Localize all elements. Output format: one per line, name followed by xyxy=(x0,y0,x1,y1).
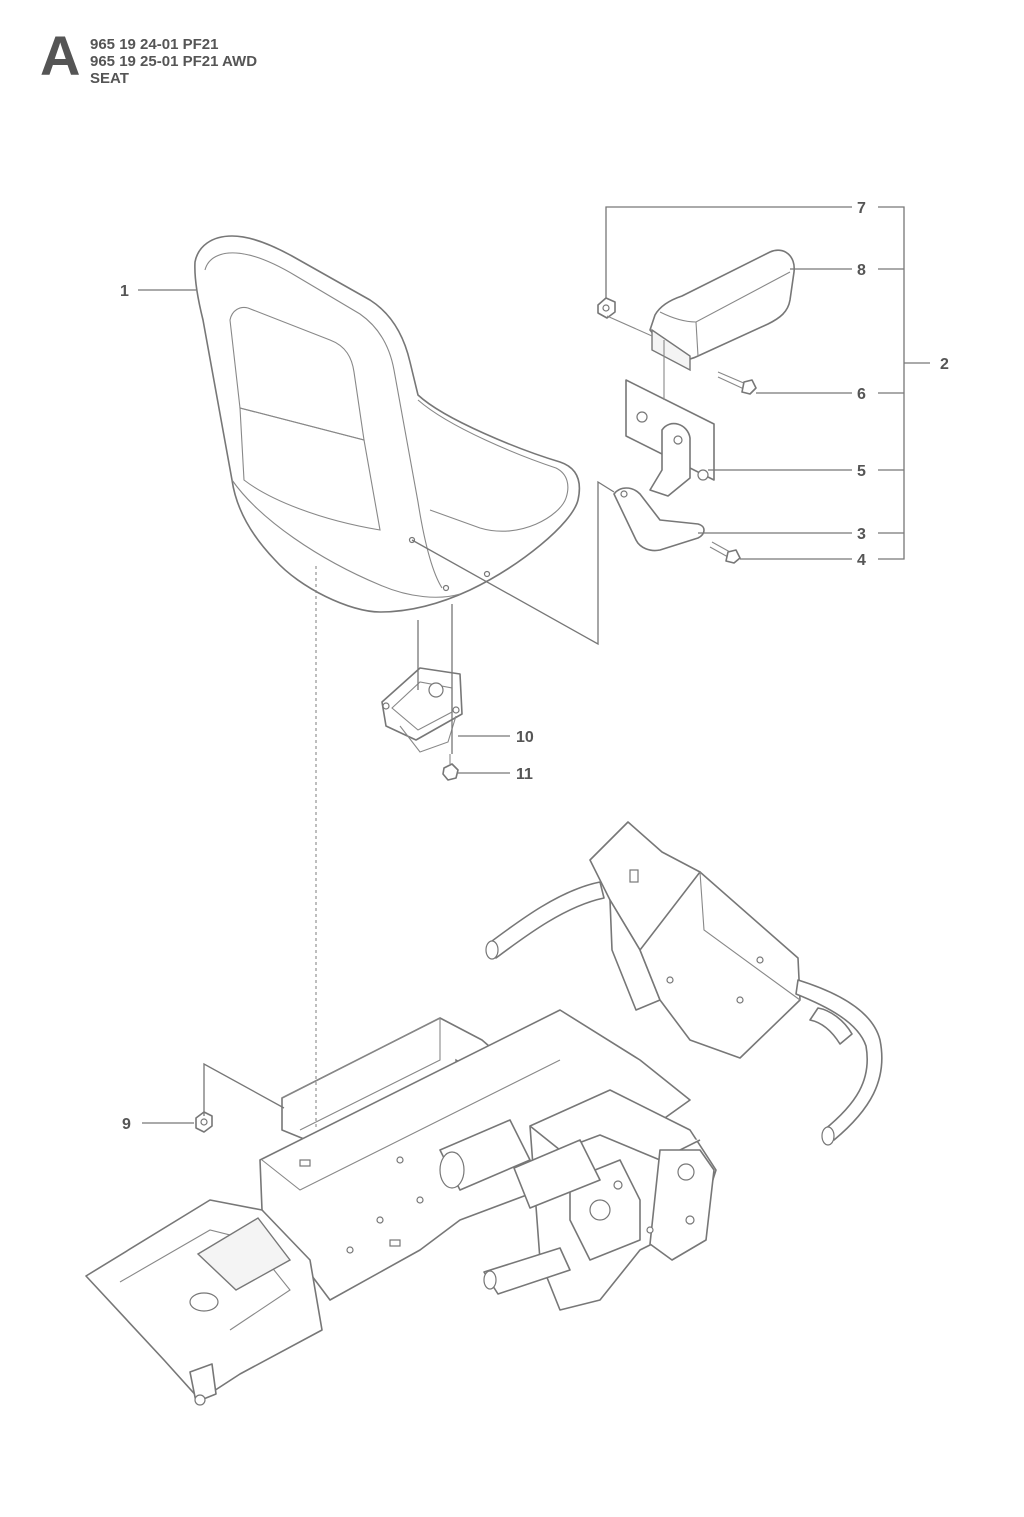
callout-5: 5 xyxy=(857,463,866,480)
part-number-line-1: 965 19 24-01 PF21 xyxy=(90,36,219,53)
callout-3: 3 xyxy=(857,526,866,543)
armrest-bracket xyxy=(613,487,705,552)
part-number-line-2: 965 19 25-01 PF21 AWD xyxy=(90,53,258,70)
section-letter: A xyxy=(40,24,81,87)
leader-lines xyxy=(138,206,930,1130)
hardware-bolt-4 xyxy=(709,541,741,564)
callout-1: 1 xyxy=(120,283,129,300)
callout-labels: 1 2 3 4 5 6 7 8 9 10 11 xyxy=(120,200,949,1133)
armrest-plate xyxy=(625,379,715,497)
tractor-frame xyxy=(85,821,883,1406)
callout-7: 7 xyxy=(857,200,866,217)
callout-11: 11 xyxy=(516,766,533,783)
assembly-title: SEAT xyxy=(90,70,129,87)
hardware-nut-7 xyxy=(597,297,616,319)
callout-4: 4 xyxy=(857,552,866,569)
callout-9: 9 xyxy=(122,1116,131,1133)
callout-6: 6 xyxy=(857,386,866,403)
seat xyxy=(194,235,581,613)
callout-10: 10 xyxy=(516,729,534,746)
callout-2: 2 xyxy=(940,356,949,373)
hardware-screw-11 xyxy=(442,754,459,781)
armrest xyxy=(649,249,795,372)
hardware-bolt-6 xyxy=(717,371,757,395)
seat-mount xyxy=(381,667,463,753)
callout-8: 8 xyxy=(857,262,866,279)
